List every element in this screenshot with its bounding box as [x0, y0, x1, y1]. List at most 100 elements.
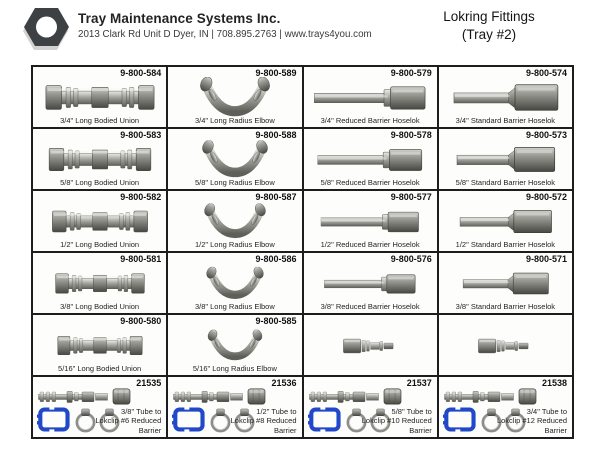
part-cell: 9-800-576 3/8" Reduced Barrier Hoselok: [303, 253, 437, 313]
part-art: [441, 264, 570, 303]
part-art: [170, 78, 299, 117]
part-cell: 9-800-572 1/2" Standard Barrier Hoselok: [438, 191, 572, 251]
part-number: 9-800-574: [525, 68, 567, 78]
part-number: 9-800-582: [120, 192, 162, 202]
part-cell: 21537 5/8" Tube to Lokclip #10 Reduced B…: [303, 377, 437, 437]
part-caption: 5/8" Standard Barrier Hoselok: [455, 178, 556, 188]
part-caption: 3/8" Reduced Barrier Hoselok: [320, 302, 420, 312]
part-caption: 3/4" Long Bodied Union: [60, 116, 140, 126]
part-number: 9-800-571: [525, 254, 567, 264]
part-caption: 3/4" Reduced Barrier Hoselok: [320, 116, 420, 126]
nut-image: [112, 388, 131, 405]
company-address: 2013 Clark Rd Unit D Dyer, IN | 708.895.…: [78, 29, 372, 40]
parts-grid: 9-800-584 3/4" Long Bodied Union 9-800-5…: [31, 65, 574, 439]
lokclip-image: [172, 406, 205, 433]
part-cell: 9-800-580 5/16" Long Bodied Union: [33, 315, 167, 375]
standard-barrier-hoselok-image: [460, 271, 550, 296]
part-caption: 1/2" Long Bodied Union: [60, 240, 140, 250]
long-bodied-union-image: [45, 81, 155, 114]
part-cell: 9-800-582 1/2" Long Bodied Union: [33, 191, 167, 251]
part-cell: [438, 315, 572, 375]
part-cell: 9-800-589 3/4" Long Radius Elbow: [168, 67, 302, 127]
part-caption: 5/8" Long Radius Elbow: [194, 178, 275, 188]
part-art: [170, 326, 299, 365]
lokclip-image: [443, 406, 476, 433]
barbed-fitting-image: [172, 389, 244, 404]
long-radius-elbow-image: [199, 203, 271, 240]
part-number: 9-800-572: [525, 192, 567, 202]
company-block: Tray Maintenance Systems Inc. 2013 Clark…: [78, 11, 372, 40]
part-cell: 9-800-577 1/2" Reduced Barrier Hoselok: [303, 191, 437, 251]
standard-barrier-hoselok-image: [450, 82, 560, 113]
part-number: 9-800-573: [525, 130, 567, 140]
part-number: 9-800-580: [120, 316, 162, 326]
part-cell: 9-800-585 5/16" Long Radius Elbow: [168, 315, 302, 375]
long-radius-elbow-image: [196, 140, 273, 179]
part-number: 9-800-589: [255, 68, 297, 78]
part-art: [306, 140, 435, 179]
part-cell: 9-800-573 5/8" Standard Barrier Hoselok: [438, 129, 572, 189]
part-cell: 21538 3/4" Tube to Lokclip #12 Reduced B…: [438, 377, 572, 437]
part-art: [441, 140, 570, 179]
part-art: [441, 202, 570, 241]
long-bodied-union-image: [51, 207, 148, 236]
part-caption: 5/8" Long Bodied Union: [60, 178, 140, 188]
part-number: 21538: [541, 378, 567, 388]
part-art: [170, 202, 299, 241]
barbed-fitting-image: [37, 389, 109, 404]
sheet-title-line2: (Tray #2): [461, 27, 517, 43]
part-number: 9-800-588: [255, 130, 297, 140]
part-cell: [303, 315, 437, 375]
long-bodied-union-image: [57, 333, 143, 359]
part-caption: 5/16" Long Bodied Union: [58, 364, 142, 374]
long-bodied-union-image: [48, 144, 151, 175]
part-art: [441, 326, 570, 365]
header: Tray Maintenance Systems Inc. 2013 Clark…: [0, 0, 600, 62]
part-caption: 3/8" Tube to Lokclip #6 Reduced Barrier: [95, 406, 162, 435]
part-caption: 3/4" Long Radius Elbow: [194, 116, 275, 126]
part-number: 9-800-584: [120, 68, 162, 78]
part-cell: 9-800-571 3/8" Standard Barrier Hoselok: [438, 253, 572, 313]
part-cell: 9-800-588 5/8" Long Radius Elbow: [168, 129, 302, 189]
part-cell: 9-800-587 1/2" Long Radius Elbow: [168, 191, 302, 251]
standard-barrier-hoselok-image: [454, 145, 557, 174]
adapter-fitting-image: [341, 336, 399, 355]
part-number: 9-800-585: [255, 316, 297, 326]
part-caption: 1/2" Long Radius Elbow: [194, 240, 275, 250]
part-caption: 3/8" Long Bodied Union: [60, 302, 140, 312]
part-caption: 1/2" Standard Barrier Hoselok: [455, 240, 556, 250]
hex-nut-icon: [23, 8, 69, 50]
part-art: [306, 78, 435, 117]
part-cell: 9-800-578 5/8" Reduced Barrier Hoselok: [303, 129, 437, 189]
part-cell: 21536 1/2" Tube to Lokclip #8 Reduced Ba…: [168, 377, 302, 437]
nut-image: [383, 388, 402, 405]
part-cell: 9-800-581 3/8" Long Bodied Union: [33, 253, 167, 313]
part-cell: 21535 3/8" Tube to Lokclip #6 Reduced Ba…: [33, 377, 167, 437]
part-number: 9-800-577: [390, 192, 432, 202]
part-number: 9-800-578: [390, 130, 432, 140]
sheet-title-line1: Lokring Fittings: [443, 9, 535, 24]
part-number: 9-800-586: [255, 254, 297, 264]
part-art: [170, 264, 299, 303]
part-caption: 5/8" Tube to Lokclip #10 Reduced Barrier: [361, 406, 432, 435]
part-art: [306, 202, 435, 241]
part-caption: 1/2" Reduced Barrier Hoselok: [320, 240, 420, 250]
standard-barrier-hoselok-image: [457, 208, 554, 235]
part-cell: 9-800-583 5/8" Long Bodied Union: [33, 129, 167, 189]
nut-image: [518, 388, 537, 405]
lokclip-image: [308, 406, 341, 433]
barbed-fitting-image: [443, 389, 515, 404]
part-number: 9-800-581: [120, 254, 162, 264]
long-radius-elbow-image: [203, 329, 267, 362]
part-caption: 1/2" Tube to Lokclip #8 Reduced Barrier: [230, 406, 297, 435]
part-cell: 9-800-584 3/4" Long Bodied Union: [33, 67, 167, 127]
part-number: 21537: [406, 378, 432, 388]
reduced-barrier-hoselok-image: [317, 146, 422, 172]
part-number: 21535: [136, 378, 162, 388]
reduced-barrier-hoselok-image: [314, 84, 426, 112]
long-radius-elbow-image: [194, 77, 276, 119]
part-cell: 9-800-574 3/4" Standard Barrier Hoselok: [438, 67, 572, 127]
part-art: [35, 140, 164, 179]
nut-image: [247, 388, 266, 405]
